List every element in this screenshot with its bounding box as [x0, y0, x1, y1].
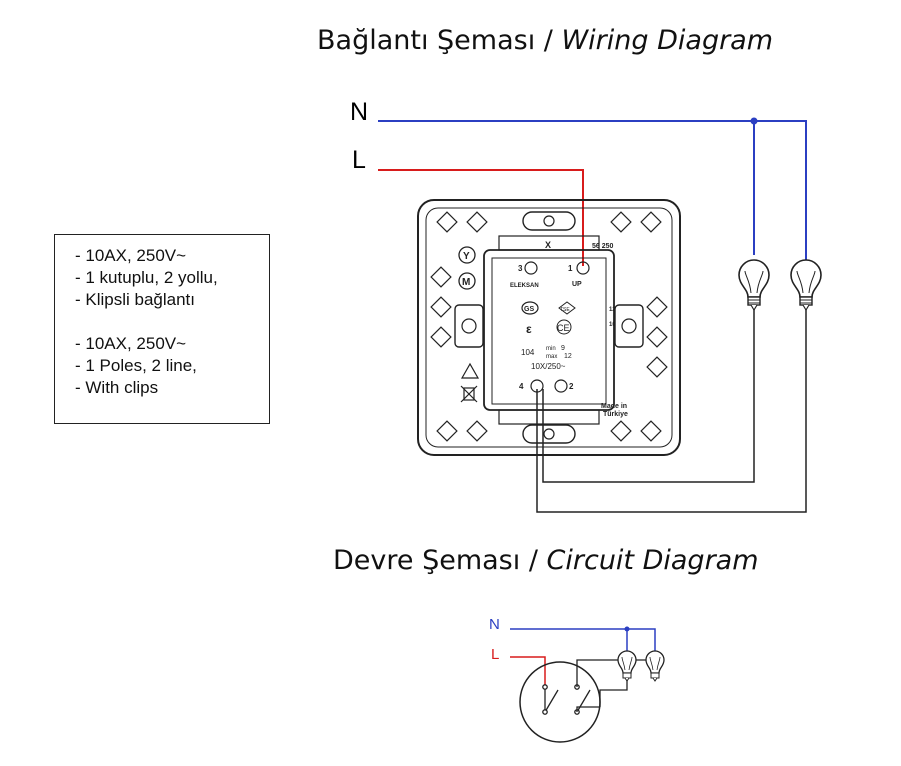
made-in-label: Made in [601, 403, 627, 410]
recycle-icon [460, 362, 480, 379]
min-value: 9 [561, 345, 565, 352]
switch-mechanism [417, 199, 681, 456]
side-10-label: 10 [609, 322, 616, 328]
min-label: min [546, 346, 556, 352]
switch-contacts [542, 659, 656, 715]
max-label: max [546, 354, 557, 360]
max-value: 12 [564, 353, 572, 360]
terminal-3-label: 3 [518, 264, 523, 273]
m-mark: M [462, 277, 470, 288]
device-number: 104 [521, 348, 535, 357]
up-label: UP [572, 281, 582, 288]
side-12-label: 12 [609, 307, 616, 313]
gs-mark: GS [524, 306, 534, 313]
live-wire [378, 169, 584, 266]
circuit-neutral-wire [510, 628, 656, 652]
wiring-title-italic: Wiring Diagram [561, 25, 774, 56]
circuit-live-wire [510, 656, 546, 687]
lamp-icon [790, 259, 822, 311]
circuit-junction-dot [624, 626, 630, 632]
y-mark: Y [463, 251, 470, 262]
circuit-lamp-icon [617, 650, 637, 682]
specifications-box: - 10AX, 250V~ - 1 kutuplu, 2 yollu, - Kl… [54, 234, 270, 424]
wiring-title-main: Bağlantı Şeması / [317, 25, 562, 56]
device-model: 56 250 [592, 243, 614, 250]
load-wires [536, 297, 807, 513]
neutral-wire [378, 120, 807, 262]
circuit-lamp-icon [645, 650, 665, 682]
circuit-diagram-title: Devre Şeması / Circuit Diagram [333, 545, 759, 576]
wiring-diagram-title: Bağlantı Şeması / Wiring Diagram [317, 25, 773, 56]
circuit-live-label: L [491, 646, 499, 663]
circuit-neutral-label: N [489, 616, 500, 633]
device-markings: X 56 250 3 1 UP ELEKSAN TSE GS ε CE 104 … [462, 240, 628, 418]
terminal-2-label: 2 [569, 382, 574, 391]
neutral-label: N [350, 98, 368, 126]
spec-line: - 1 Poles, 2 line, [75, 356, 197, 375]
switch-symbol [519, 661, 601, 743]
junction-dot [750, 117, 758, 125]
spec-line: - 10AX, 250V~ [75, 246, 187, 265]
live-label: L [352, 146, 366, 174]
terminal-1-label: 1 [568, 264, 573, 273]
e-mark: ε [526, 322, 532, 336]
circuit-title-main: Devre Şeması / [333, 545, 547, 576]
rating-label: 10X/250~ [531, 362, 566, 371]
circuit-title-italic: Circuit Diagram [546, 545, 759, 576]
lamp-icon [738, 259, 770, 311]
spec-line: - 1 kutuplu, 2 yollu, [75, 268, 218, 287]
weee-bin-icon [460, 385, 478, 403]
spec-line: - Klipsli bağlantı [75, 290, 196, 309]
terminal-4-label: 4 [519, 382, 524, 391]
device-mark-x: X [545, 240, 551, 250]
spec-line: - 10AX, 250V~ [75, 334, 187, 353]
spec-line: - With clips [75, 378, 159, 397]
brand-label: ELEKSAN [510, 283, 539, 289]
cert-label: TSE [560, 307, 570, 313]
ce-mark: CE [557, 323, 570, 333]
country-label: Türkiye [603, 411, 628, 418]
